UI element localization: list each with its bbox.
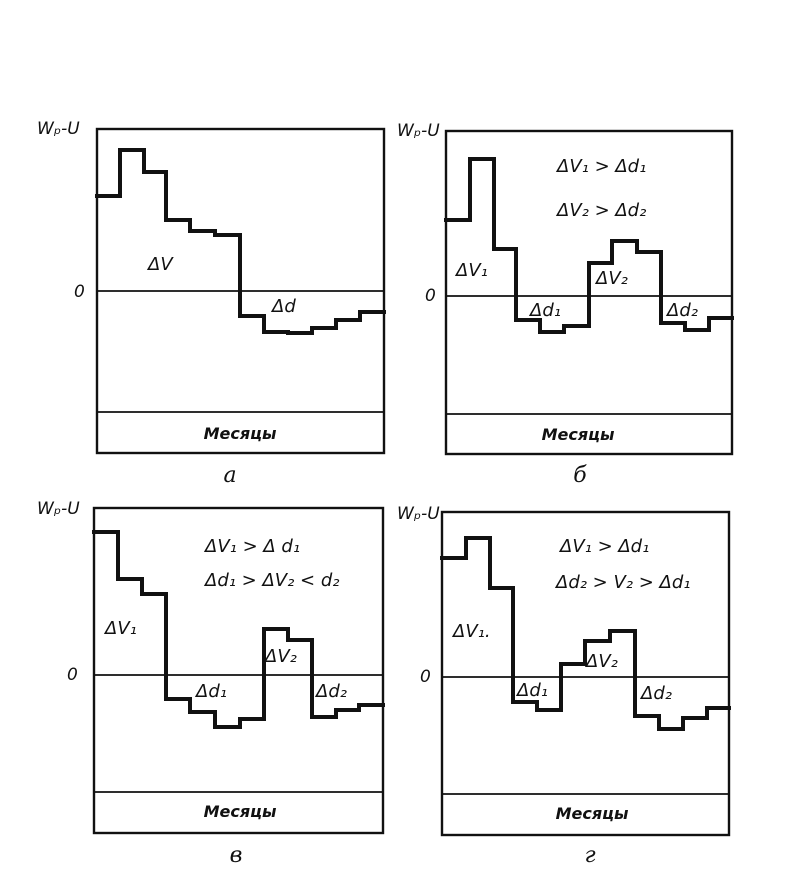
panel-g-label-dd2: Δd₂ xyxy=(639,683,672,704)
panel-b-label-dV2: ΔV₂ xyxy=(594,268,628,289)
panel-v-y-axis-label: Wₚ-U xyxy=(37,499,80,519)
panel-b: Wₚ-U 0 ΔV₁ > Δd₁ ΔV₂ > Δd₂ ΔV₁ Δd₁ ΔV₂ Δ… xyxy=(397,121,734,488)
panel-g-label-dd1: Δd₁ xyxy=(515,680,548,701)
panel-g-note-1: ΔV₁ > Δd₁ xyxy=(558,536,649,557)
panel-a-y-axis-label: Wₚ-U xyxy=(37,119,80,139)
panel-v-note-1: ΔV₁ > Δ d₁ xyxy=(203,536,300,557)
panel-g: Wₚ-U 0 ΔV₁ > Δd₁ Δd₂ > V₂ > Δd₁ ΔV₁. Δd₁… xyxy=(397,504,731,868)
panel-b-month-label: Месяцы xyxy=(542,425,615,444)
panel-v-zero-label: 0 xyxy=(67,665,78,685)
panel-g-month-label: Месяцы xyxy=(556,804,629,823)
panel-v-label-dd2: Δd₂ xyxy=(314,681,347,702)
panel-b-note-1: ΔV₁ > Δd₁ xyxy=(555,156,646,177)
panel-b-y-axis-label: Wₚ-U xyxy=(397,121,440,141)
panel-a: Wₚ-U 0 ΔV Δd Месяцы а xyxy=(37,119,386,488)
panel-v-step-curve xyxy=(92,530,385,729)
panel-b-label-dd2: Δd₂ xyxy=(665,300,698,321)
panel-a-label-dV: ΔV xyxy=(146,254,174,275)
panel-v: Wₚ-U 0 ΔV₁ > Δ d₁ Δd₁ > ΔV₂ < d₂ ΔV₁ Δd₁… xyxy=(37,499,385,868)
panel-b-step-curve xyxy=(444,157,734,334)
panel-a-month-label: Месяцы xyxy=(204,424,277,443)
panel-v-label-dV2: ΔV₂ xyxy=(263,646,297,667)
panel-v-note-2: Δd₁ > ΔV₂ < d₂ xyxy=(203,570,340,591)
panel-b-label-dd1: Δd₁ xyxy=(528,300,561,321)
panel-a-label-dd: Δd xyxy=(270,296,296,317)
panel-a-step-curve xyxy=(95,148,386,335)
panel-v-frame xyxy=(92,506,385,835)
panel-g-label-dV1: ΔV₁. xyxy=(451,621,491,642)
panel-v-month-label: Месяцы xyxy=(204,802,277,821)
panel-g-caption: г xyxy=(584,843,595,868)
panel-a-zero-label: 0 xyxy=(74,282,85,302)
panel-v-label-dV1: ΔV₁ xyxy=(103,618,137,639)
panel-b-label-dV1: ΔV₁ xyxy=(454,260,488,281)
panel-b-zero-label: 0 xyxy=(425,286,436,306)
panel-g-frame xyxy=(440,510,731,837)
panel-g-zero-label: 0 xyxy=(420,667,431,687)
panel-v-caption: в xyxy=(230,843,243,868)
panel-g-note-2: Δd₂ > V₂ > Δd₁ xyxy=(554,572,691,593)
panel-b-frame xyxy=(444,129,734,456)
panel-b-note-2: ΔV₂ > Δd₂ xyxy=(555,200,646,221)
panel-b-caption: б xyxy=(573,463,587,488)
panel-v-label-dd1: Δd₁ xyxy=(194,681,227,702)
panel-a-caption: а xyxy=(223,463,236,488)
panel-g-step-curve xyxy=(440,536,731,731)
panel-g-y-axis-label: Wₚ-U xyxy=(397,504,440,524)
panel-g-label-dV2: ΔV₂ xyxy=(584,651,618,672)
